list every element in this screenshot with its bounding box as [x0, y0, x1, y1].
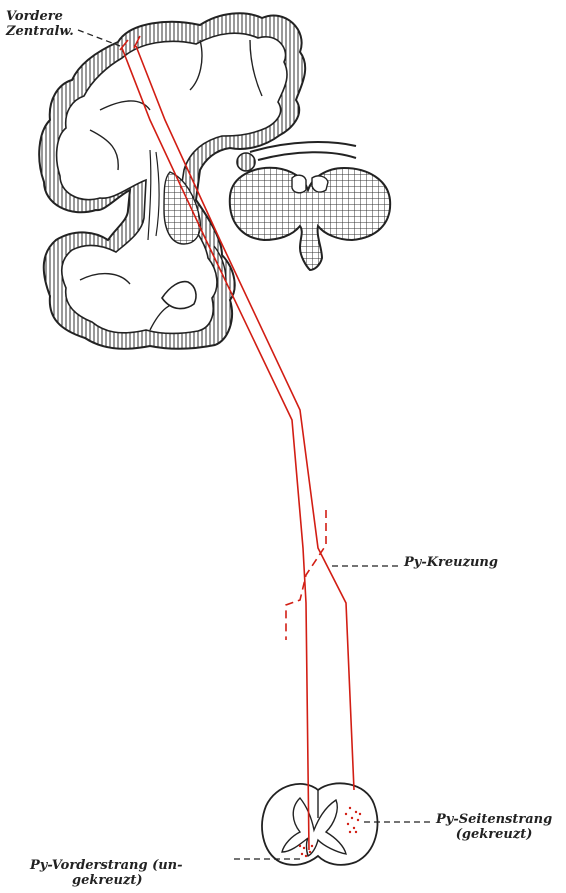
- label-py-kreuzung: Py-Kreuzung: [404, 555, 498, 570]
- label-line: Zentralw.: [6, 24, 74, 39]
- spinal-cord-section: [262, 783, 377, 865]
- label-line: (gekreuzt): [436, 827, 552, 842]
- label-vordere-zentralwindung: Vordere Zentralw.: [6, 9, 74, 39]
- label-line: Vordere: [6, 9, 74, 24]
- corpus-callosum-arc: [250, 142, 356, 160]
- label-line: Py-Vorderstrang (un-: [30, 858, 183, 873]
- cerebral-peduncles: [230, 168, 390, 270]
- small-nucleus: [237, 153, 255, 171]
- label-line: gekreuzt): [30, 873, 183, 888]
- brainstem-section: [230, 142, 390, 270]
- label-line: Py-Seitenstrang: [436, 812, 552, 827]
- label-py-vorderstrang: Py-Vorderstrang (un- gekreuzt): [30, 858, 183, 888]
- label-py-seitenstrang: Py-Seitenstrang (gekreuzt): [436, 812, 552, 842]
